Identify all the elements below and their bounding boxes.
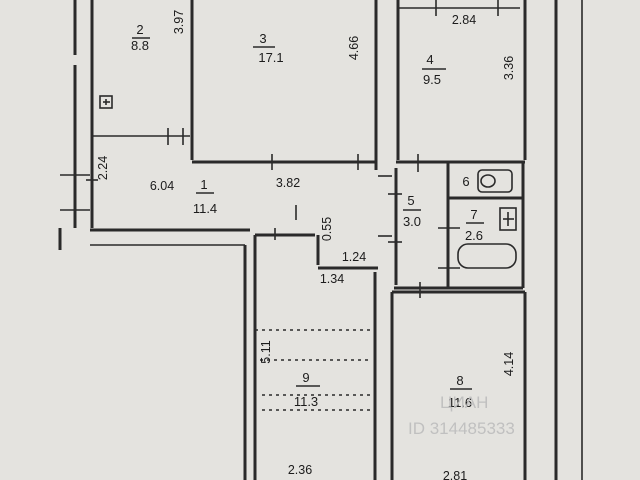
dim-2-36: 2.36 (288, 463, 312, 477)
room-5-number: 5 (407, 193, 414, 208)
room-3-area: 17.1 (258, 50, 283, 65)
dim-4-66: 4.66 (347, 36, 361, 60)
dim-3-36: 3.36 (502, 56, 516, 80)
stove-icon (99, 95, 113, 109)
door-ticks (86, 0, 499, 411)
dim-3-97: 3.97 (172, 10, 186, 34)
room-1-number: 1 (200, 177, 207, 192)
dim-5-11: 5.11 (259, 340, 273, 363)
room-8-area: 11.6 (448, 395, 472, 410)
fixtures (99, 95, 517, 269)
dim-6-04: 6.04 (150, 179, 174, 193)
room-9-area: 11.3 (294, 394, 318, 409)
dim-2-24: 2.24 (96, 156, 110, 180)
room-5-area: 3.0 (403, 214, 421, 229)
room-9-number: 9 (302, 370, 309, 385)
room-4-area: 9.5 (423, 72, 441, 87)
watermark: ЦИАН ID 314485333 (408, 393, 515, 438)
room-3-number: 3 (259, 31, 266, 46)
dim-1-34: 1.34 (320, 272, 344, 286)
watermark-id: ID 314485333 (408, 419, 515, 438)
dimension-labels: 3.97 4.66 2.84 3.36 2.24 6.04 3.82 0.55 … (96, 10, 516, 480)
room-1-area: 11.4 (193, 201, 217, 216)
room-4-number: 4 (426, 52, 433, 67)
room-labels: 2 8.8 3 17.1 4 9.5 1 11.4 5 3.0 6 7 2.6 … (131, 22, 483, 410)
dim-4-14: 4.14 (502, 352, 516, 376)
dim-2-84: 2.84 (452, 13, 476, 27)
room-7-area: 2.6 (465, 228, 483, 243)
sink-icon (499, 207, 517, 231)
dim-0-55: 0.55 (320, 217, 334, 241)
room-8-number: 8 (456, 373, 463, 388)
room-2-number: 2 (136, 22, 143, 37)
dim-3-82: 3.82 (276, 176, 300, 190)
toilet-icon (477, 169, 513, 193)
room-6-number: 6 (462, 174, 469, 189)
walls (58, 0, 583, 480)
room-7-number: 7 (470, 207, 477, 222)
room-2-area: 8.8 (131, 38, 149, 53)
dim-2-81: 2.81 (443, 469, 467, 480)
room-number-underlines (132, 37, 484, 390)
bathtub-icon (457, 243, 517, 269)
dim-1-24: 1.24 (342, 250, 366, 264)
watermark-brand: ЦИАН (440, 393, 488, 412)
